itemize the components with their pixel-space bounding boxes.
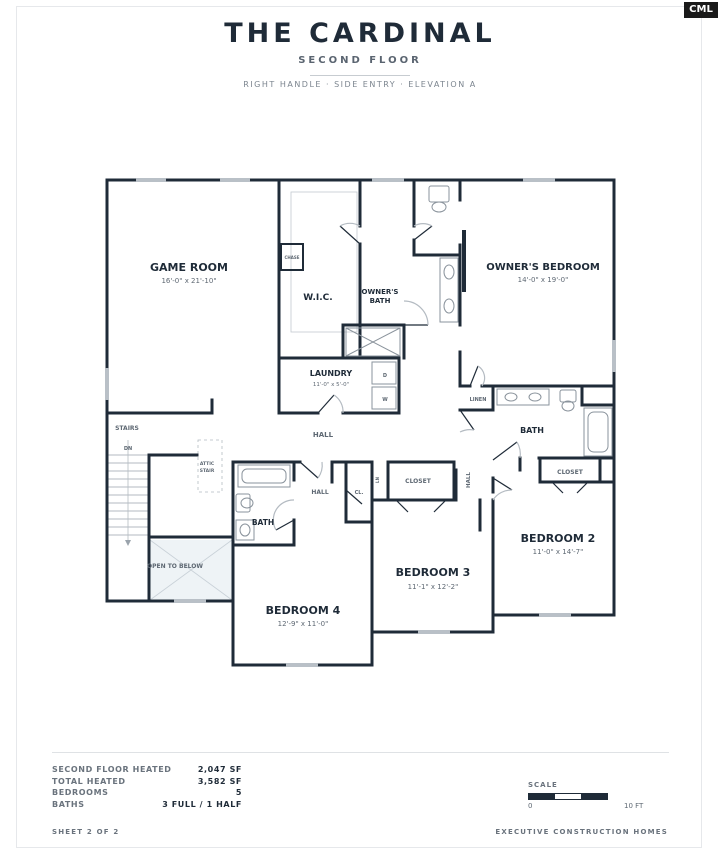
bath-left-label: BATH bbox=[252, 518, 274, 527]
closet-b3-label: CLOSET bbox=[405, 478, 432, 485]
attic-stair-outline bbox=[197, 439, 223, 493]
scale-end: 10 FT bbox=[624, 802, 644, 810]
scale-bar-group: SCALE 0 10 FT bbox=[528, 781, 648, 810]
title-rule bbox=[310, 75, 410, 76]
hall-vertical-label: HALL bbox=[466, 472, 472, 488]
scale-ticks: 0 10 FT bbox=[528, 800, 648, 810]
owners-bedroom-label: OWNER'S BEDROOM bbox=[486, 262, 600, 273]
bedroom4-dim: 12'-9" x 11'-0" bbox=[278, 620, 329, 628]
stairs-label: STAIRS bbox=[115, 425, 139, 432]
bedroom3-label: BEDROOM 3 bbox=[396, 566, 471, 579]
hall-main-label: HALL bbox=[313, 431, 334, 439]
elevation-info: RIGHT HANDLE · SIDE ENTRY · ELEVATION A bbox=[243, 80, 477, 89]
bedroom2-label: BEDROOM 2 bbox=[521, 532, 596, 545]
ln-label-left: LN bbox=[375, 477, 380, 483]
stat-label: SECOND FLOOR HEATED bbox=[52, 765, 172, 774]
wic-label: W.I.C. bbox=[303, 293, 332, 303]
dryer-label: D bbox=[383, 373, 387, 379]
bedroom3-dim: 11'-1" x 12'-2" bbox=[408, 583, 459, 591]
laundry-label: LAUNDRY bbox=[310, 369, 353, 378]
chase-label: CHASE bbox=[285, 255, 300, 260]
stat-value: 5 bbox=[235, 788, 242, 797]
stat-label: BATHS bbox=[52, 799, 85, 809]
stat-value: 2,047 SF bbox=[197, 765, 242, 774]
stat-value: 3,582 SF bbox=[197, 776, 242, 786]
stat-row: SECOND FLOOR HEATED 2,047 SF bbox=[52, 764, 242, 776]
hall-small-label: HALL bbox=[311, 489, 328, 496]
stats-table: SECOND FLOOR HEATED 2,047 SF TOTAL HEATED… bbox=[52, 764, 242, 810]
stat-value: 3 FULL / 1 HALF bbox=[162, 799, 242, 809]
corner-logo: CML bbox=[684, 2, 718, 18]
linen-label: LINEN bbox=[470, 397, 487, 403]
stat-row: TOTAL HEATED 3,582 SF bbox=[52, 776, 242, 788]
owners-bath-label: OWNER'S bbox=[362, 288, 399, 296]
plan-title: THE CARDINAL bbox=[224, 18, 496, 49]
stair-treads bbox=[108, 440, 148, 540]
stat-label: TOTAL HEATED bbox=[52, 776, 126, 786]
owners-bedroom-dim: 14'-0" x 19'-0" bbox=[518, 276, 569, 284]
game-room-label: GAME ROOM bbox=[150, 261, 228, 274]
dn-label: DN bbox=[124, 446, 132, 452]
builder-name: EXECUTIVE CONSTRUCTION HOMES bbox=[495, 828, 668, 836]
scale-start: 0 bbox=[528, 802, 533, 810]
stat-label: BEDROOMS bbox=[52, 788, 109, 797]
page-frame bbox=[16, 6, 702, 848]
doors bbox=[272, 222, 589, 531]
fixtures bbox=[235, 185, 613, 541]
attic-label: ATTIC bbox=[200, 461, 215, 467]
bedroom4-label: BEDROOM 4 bbox=[266, 604, 341, 617]
windows bbox=[105, 178, 616, 667]
laundry-dim: 11'-0" x 5'-0" bbox=[313, 382, 349, 388]
washer-label: W bbox=[382, 397, 388, 403]
plan-subtitle: SECOND FLOOR bbox=[298, 55, 422, 66]
stats-rule bbox=[52, 752, 669, 753]
bath-right-label: BATH bbox=[520, 426, 544, 435]
open-below-diagonal bbox=[149, 539, 233, 601]
stat-row: BEDROOMS 5 bbox=[52, 787, 242, 799]
game-room-dim: 16'-0" x 21'-10" bbox=[161, 277, 216, 285]
stair-arrow bbox=[125, 540, 131, 546]
owners-bath-label-2: BATH bbox=[370, 297, 391, 305]
attic-label-2: STAIR bbox=[200, 468, 215, 474]
stat-row: BATHS 3 FULL / 1 HALF bbox=[52, 799, 242, 811]
wic-shelving bbox=[290, 191, 358, 333]
cl-label: CL. bbox=[355, 490, 364, 496]
scale-label: SCALE bbox=[528, 781, 558, 789]
bedroom2-dim: 11'-0" x 14'-7" bbox=[533, 548, 584, 556]
sheet-number: SHEET 2 OF 2 bbox=[52, 828, 120, 836]
scale-bar bbox=[528, 793, 608, 800]
closet-b2-label: CLOSET bbox=[557, 469, 584, 476]
open-to-below-label: OPEN TO BELOW bbox=[147, 563, 203, 570]
